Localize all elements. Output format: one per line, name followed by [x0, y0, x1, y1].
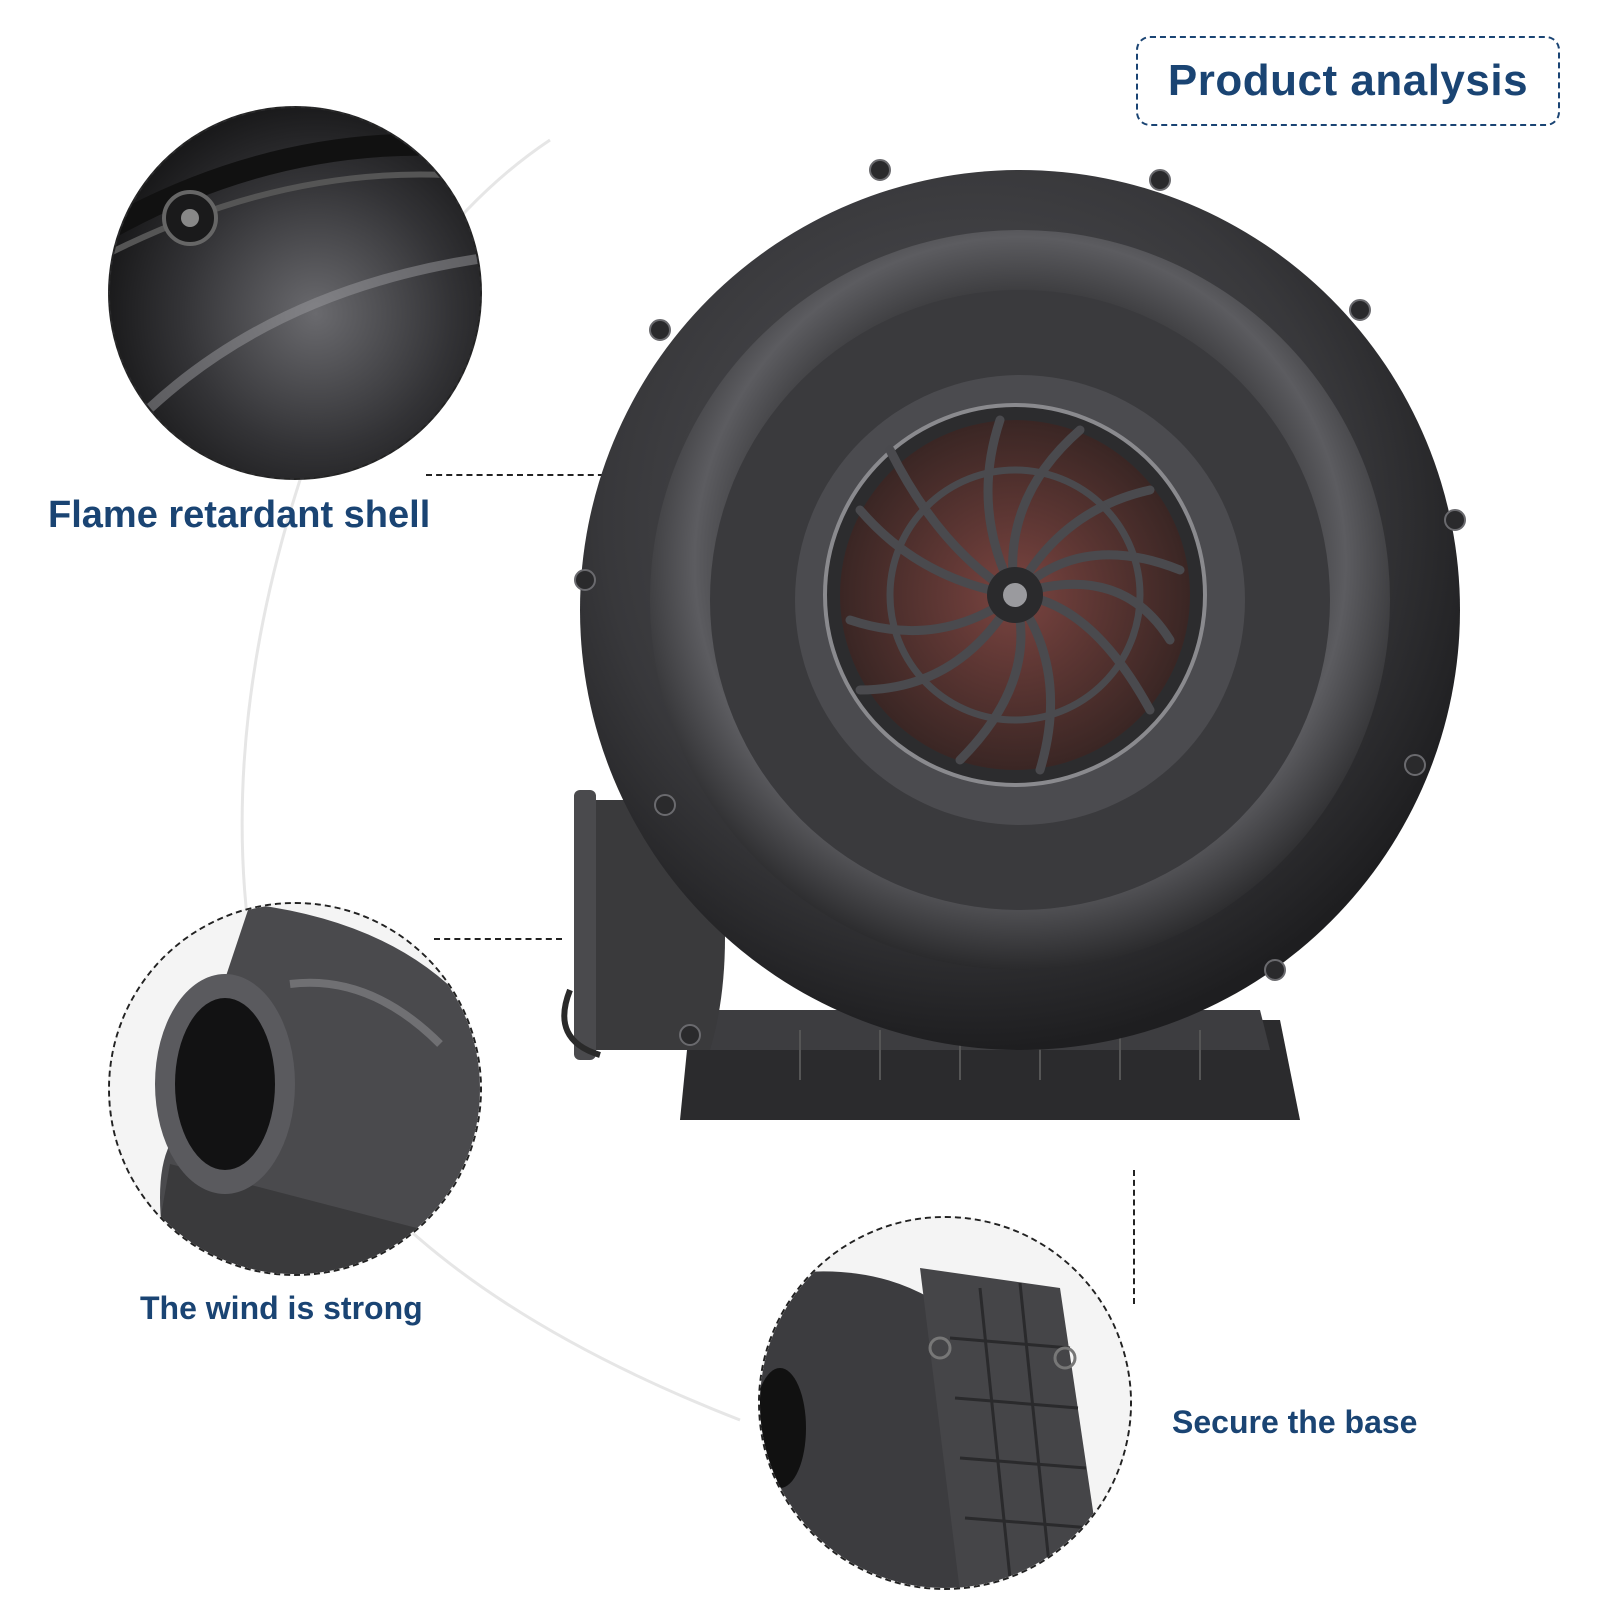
blower-product-image: [561, 159, 1466, 1120]
base-closeup-image: [760, 1218, 1130, 1588]
feature-label-wind: The wind is strong: [140, 1290, 423, 1326]
page-title: Product analysis: [1167, 56, 1529, 105]
detail-circle-base: [758, 1216, 1132, 1590]
leader-line-base: [1133, 1170, 1135, 1304]
feature-label-shell: Flame retardant shell: [48, 494, 431, 536]
feature-label-base: Secure the base: [1172, 1404, 1418, 1440]
leader-line-shell: [426, 474, 614, 476]
detail-circle-shell: [108, 106, 482, 480]
leader-line-wind: [434, 938, 562, 940]
detail-circle-wind: [108, 902, 482, 1276]
outlet-closeup-image: [110, 904, 480, 1274]
title-badge: Product analysis: [1136, 36, 1560, 126]
shell-closeup-image: [110, 108, 480, 478]
